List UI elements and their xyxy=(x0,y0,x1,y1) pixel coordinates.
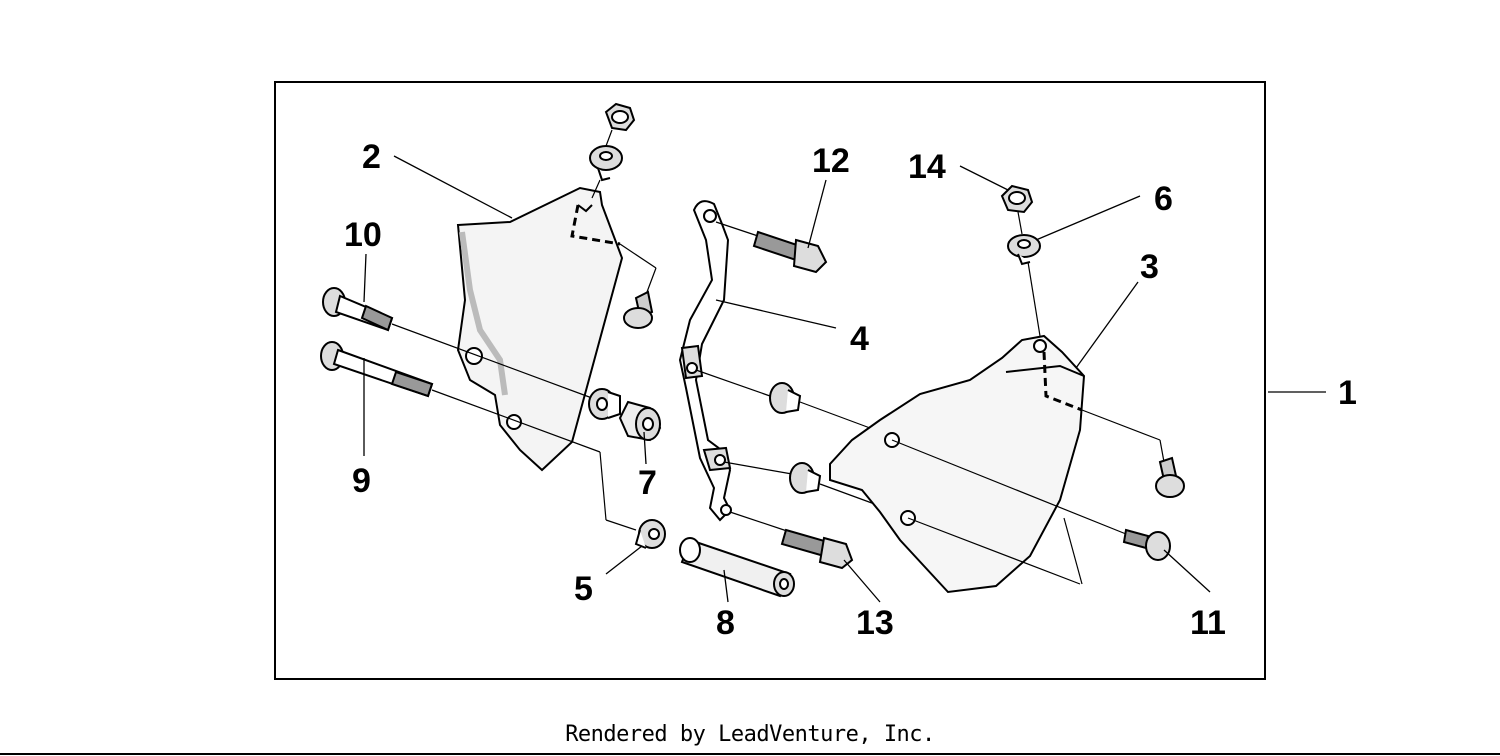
spacer-7 xyxy=(618,400,662,442)
bracket-4 xyxy=(678,200,732,522)
nut-top-left xyxy=(604,102,636,132)
callout-2: 2 xyxy=(362,138,381,176)
diagram-frame xyxy=(274,81,1266,680)
left-cover-dash xyxy=(570,204,621,246)
callout-5: 5 xyxy=(574,570,593,608)
collar-right-lower xyxy=(789,462,822,494)
callout-14: 14 xyxy=(908,148,946,186)
collar-right-upper xyxy=(769,382,802,414)
nut-14 xyxy=(1000,184,1034,214)
bottom-divider xyxy=(0,753,1500,755)
callout-4: 4 xyxy=(850,320,869,358)
callout-1: 1 xyxy=(1338,374,1357,412)
callout-leaders xyxy=(363,155,1326,603)
callout-6: 6 xyxy=(1154,180,1173,218)
screw-left-cover xyxy=(623,290,654,329)
bolt-12 xyxy=(752,230,828,274)
callout-8: 8 xyxy=(716,604,735,642)
washer-5 xyxy=(634,519,666,549)
right-cover-dash xyxy=(1042,351,1083,412)
bolt-10 xyxy=(322,287,394,332)
bolt-13 xyxy=(780,528,854,570)
credit-text: Rendered by LeadVenture, Inc. xyxy=(565,722,935,747)
screw-right-upper xyxy=(1155,456,1185,498)
collar-7a xyxy=(588,388,621,420)
right-cover xyxy=(829,334,1086,594)
callout-3: 3 xyxy=(1140,248,1159,286)
left-cover xyxy=(456,186,624,472)
callout-10: 10 xyxy=(344,216,382,254)
bolt-9 xyxy=(320,341,434,398)
washer-6 xyxy=(1007,234,1041,266)
callout-11: 11 xyxy=(1190,604,1226,642)
washer-top-left xyxy=(589,145,623,182)
callout-9: 9 xyxy=(352,462,371,500)
callout-13: 13 xyxy=(856,604,894,642)
spacer-8 xyxy=(679,537,795,598)
callout-7: 7 xyxy=(638,464,657,502)
screw-11 xyxy=(1122,528,1171,561)
callout-12: 12 xyxy=(812,142,850,180)
